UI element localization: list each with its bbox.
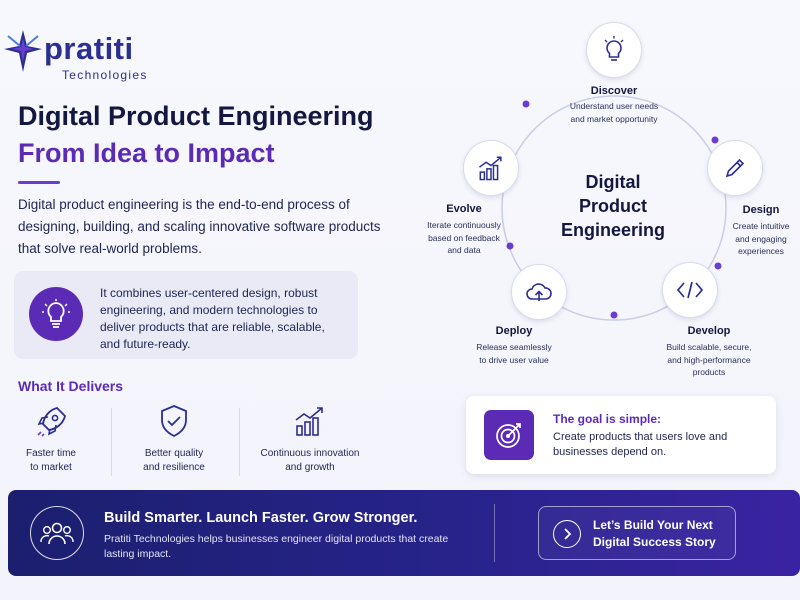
page-subtitle: From Idea to Impact [18,138,275,168]
step-evolve-node[interactable] [463,140,519,196]
step-design-node[interactable] [707,140,763,196]
step-desc-line: Build scalable, secure, [666,342,752,352]
step-desc-line: and engaging [735,233,787,244]
step-title: Evolve [446,203,482,215]
step-title: Develop [687,325,731,337]
deliver-label-line1: Continuous innovation [260,448,360,459]
rocket-icon [37,407,66,437]
delivers-heading: What It Delivers [18,378,124,394]
step-deploy: Deploy Release seamlessly to drive user … [470,325,558,366]
star-burst-logo-icon [4,30,42,72]
ring-dot [714,262,722,270]
step-desc-line: to drive user value [479,354,549,365]
info-card: It combines user-centered design, robust… [14,271,358,359]
deliver-item-speed: Faster time to market [10,404,92,480]
step-desc-line: Release seamlessly [476,342,552,352]
divider [494,504,495,562]
step-title: Discover [590,85,638,97]
deliver-label-line2: and resilience [143,462,205,473]
step-title: Deploy [495,325,533,337]
ring-dot [506,242,514,250]
cta-label-line2: Digital Success Story [593,535,716,549]
goal-title: The goal is simple: [553,412,662,426]
code-icon [676,281,704,299]
step-desc-line: experiences [738,246,784,256]
cycle-center-line2: Product [578,196,647,216]
step-evolve: Evolve Iterate continuously based on fee… [412,203,516,257]
growth-chart-icon [295,407,323,436]
goal-text: Create products that users love and busi… [553,431,728,458]
step-desc-line: products [692,367,726,377]
deliver-item-innovation: Continuous innovation and growth [254,404,366,480]
cta-banner: Build Smarter. Launch Faster. Grow Stron… [8,490,800,576]
brand-logo[interactable]: pratiti Technologies [2,28,162,84]
goal-card: The goal is simple: Create products that… [466,396,776,474]
deliver-label-line1: Faster time [25,448,76,459]
shield-check-icon [161,405,187,438]
step-discover-node[interactable] [586,22,642,78]
step-deploy-node[interactable] [511,264,567,320]
lightbulb-icon [604,36,624,61]
divider [239,408,240,476]
step-develop: Develop Build scalable, secure, and high… [652,325,766,379]
step-develop-node[interactable] [662,262,718,318]
lightbulb-icon [29,287,83,341]
step-desc-line: and market opportunity [570,113,658,124]
banner-subtitle: Pratiti Technologies helps businesses en… [104,533,449,560]
step-title: Design [742,204,780,216]
cta-button[interactable]: Let’s Build Your Next Digital Success St… [538,506,736,560]
cloud-upload-icon [526,283,552,301]
arrow-right-icon [553,520,581,548]
step-desc-line: Create intuitive [732,221,790,231]
step-desc-line: Iterate continuously [427,220,501,230]
deliver-label-line2: to market [30,462,72,473]
divider [111,408,112,476]
target-icon [484,410,534,460]
step-desc-line: and data [447,245,481,255]
team-icon [30,506,84,560]
ring-dot [610,311,618,319]
deliver-label-line1: Better quality [144,448,204,459]
pencil-icon [725,158,745,178]
banner-title: Build Smarter. Launch Faster. Grow Stron… [104,510,418,526]
intro-paragraph: Digital product engineering is the end-t… [18,197,381,256]
cycle-center-line3: Engineering [560,220,665,240]
step-desc-line: based on feedback [428,232,500,243]
info-card-text: It combines user-centered design, robust… [100,286,325,351]
cycle-center-label: Digital Product Engineering [548,170,678,242]
title-underline [18,181,60,184]
step-discover: Discover Understand user needs and marke… [554,85,674,125]
cycle-center-line1: Digital [585,172,641,192]
step-design: Design Create intuitive and engaging exp… [724,204,798,258]
brand-subtitle: Technologies [62,68,148,82]
growth-chart-icon [479,156,502,181]
cta-label-line1: Let’s Build Your Next [593,518,713,532]
lifecycle-ring [501,95,727,321]
deliver-item-quality: Better quality and resilience [124,404,224,480]
step-desc-line: Understand user needs [569,101,659,111]
ring-dot [711,136,719,144]
step-desc-line: and high-performance [667,354,751,365]
deliver-label-line2: and growth [285,462,335,473]
brand-name: pratiti [44,31,134,66]
page-title: Digital Product Engineering [18,101,374,131]
ring-dot [522,100,530,108]
